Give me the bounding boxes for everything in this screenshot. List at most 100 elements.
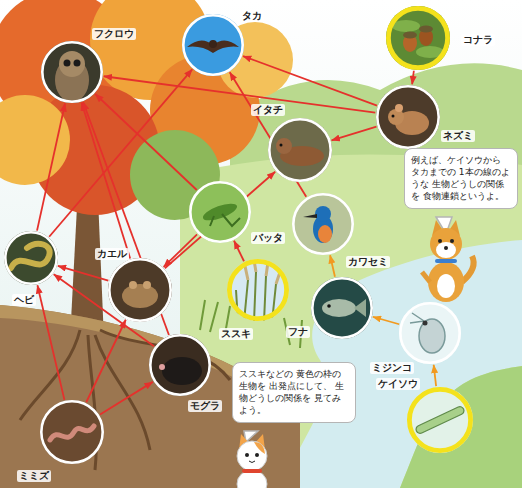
organism-circle: ケイソウ bbox=[407, 387, 473, 453]
water-flea-antenna bbox=[410, 313, 424, 323]
organism-circle: フナ bbox=[311, 277, 373, 339]
circle-frame bbox=[269, 119, 330, 180]
earthworm-body bbox=[50, 426, 94, 440]
food-arrow bbox=[100, 382, 153, 415]
food-arrow bbox=[330, 255, 335, 277]
circle-frame bbox=[150, 335, 209, 394]
food-arrow bbox=[104, 76, 376, 112]
organism-name: カワセミ bbox=[346, 256, 390, 269]
photo-ground bbox=[41, 41, 103, 103]
cat-head bbox=[237, 441, 267, 471]
organism-picture bbox=[182, 14, 244, 76]
fish-eye bbox=[327, 304, 331, 308]
kingfisher-head bbox=[315, 206, 331, 222]
dog-belly bbox=[437, 274, 455, 298]
owl-eye bbox=[74, 60, 81, 67]
organism-circle: フクロウ bbox=[41, 41, 103, 103]
callout-text: 例えば、ケイソウから タカまでの 1本の線のような 生物どうしの関係を 食物連鎖… bbox=[411, 154, 511, 203]
food-arrow bbox=[412, 71, 414, 85]
organism-photo bbox=[227, 259, 289, 322]
food-arrow bbox=[86, 320, 125, 402]
organism-name: バッタ bbox=[251, 232, 285, 245]
circle-frame bbox=[190, 182, 249, 241]
organism-name: コナラ bbox=[461, 34, 495, 47]
owl-eye bbox=[64, 60, 71, 67]
mouse-eye bbox=[392, 115, 395, 118]
organism-name: モグラ bbox=[188, 400, 222, 413]
circle-frame bbox=[377, 86, 438, 147]
circle-frame bbox=[5, 232, 56, 283]
kingfisher-beak bbox=[303, 214, 317, 218]
organism-photo bbox=[311, 277, 373, 339]
photo-ground bbox=[399, 302, 461, 364]
organism-name: タカ bbox=[240, 10, 264, 23]
photo-ground bbox=[40, 400, 104, 464]
grasshopper-body bbox=[201, 200, 239, 224]
organism-name: ケイソウ bbox=[376, 378, 420, 391]
photo-ground bbox=[149, 334, 211, 396]
organism-name: カエル bbox=[95, 248, 129, 261]
organism-photo bbox=[268, 118, 332, 182]
cat-collar bbox=[242, 469, 262, 473]
organism-picture bbox=[311, 277, 373, 339]
organism-picture bbox=[227, 259, 289, 321]
dog-eye bbox=[438, 239, 442, 243]
photo-ground bbox=[182, 14, 244, 76]
organism-circle: ミミズ bbox=[40, 400, 104, 464]
organism-picture bbox=[399, 302, 461, 364]
organism-photo bbox=[386, 6, 450, 70]
producer-frame bbox=[229, 261, 286, 318]
circle-frame bbox=[41, 401, 102, 462]
organism-name: ヘビ bbox=[12, 294, 36, 307]
organism-picture bbox=[376, 85, 440, 149]
mouse-ear bbox=[395, 104, 403, 112]
organism-photo bbox=[407, 387, 473, 453]
organism-photo bbox=[149, 334, 211, 396]
frog-eye bbox=[129, 281, 137, 289]
photo-ground bbox=[386, 6, 450, 70]
frog-eye bbox=[143, 281, 151, 289]
acorn-cap bbox=[419, 26, 433, 33]
organism-circle: ミジンコ bbox=[399, 302, 461, 364]
dog-arm bbox=[422, 272, 430, 282]
organism-picture bbox=[407, 387, 473, 453]
food-arrow bbox=[82, 103, 131, 259]
organism-circle: カワセミ bbox=[292, 193, 354, 255]
circle-frame bbox=[183, 15, 242, 74]
oak-leaf bbox=[392, 20, 420, 32]
organism-picture bbox=[268, 118, 332, 182]
mole-nose bbox=[159, 364, 165, 370]
weasel-head bbox=[276, 138, 292, 154]
hawk-wings bbox=[187, 40, 239, 53]
producer-frame bbox=[388, 8, 447, 67]
photo-ground bbox=[4, 231, 58, 285]
food-arrow bbox=[58, 266, 108, 281]
photo-ground bbox=[189, 181, 251, 243]
diatom-cell bbox=[415, 405, 466, 434]
organism-photo bbox=[108, 258, 172, 322]
dog-collar bbox=[435, 259, 457, 263]
cat-eye bbox=[245, 453, 249, 457]
water-flea-body bbox=[419, 319, 445, 353]
food-arrow bbox=[434, 365, 436, 386]
organism-photo bbox=[40, 400, 104, 464]
circle-frame bbox=[42, 42, 101, 101]
photo-ground bbox=[311, 277, 373, 339]
grasshopper-legs bbox=[210, 214, 240, 226]
cat-eye bbox=[255, 453, 259, 457]
organism-photo bbox=[376, 85, 440, 149]
organism-name: ススキ bbox=[219, 328, 253, 341]
dog-character bbox=[422, 220, 474, 302]
organism-circle: イタチ bbox=[268, 118, 332, 182]
dog-body bbox=[428, 262, 464, 302]
tree bbox=[0, 0, 293, 340]
organism-photo bbox=[182, 14, 244, 76]
cat-patch bbox=[254, 442, 265, 454]
water-flea-eye bbox=[423, 321, 428, 326]
dog-nose bbox=[444, 246, 448, 250]
organism-photo bbox=[399, 302, 461, 364]
photo-ground bbox=[407, 387, 473, 453]
organism-photo bbox=[189, 181, 251, 243]
food-arrow bbox=[37, 285, 64, 400]
